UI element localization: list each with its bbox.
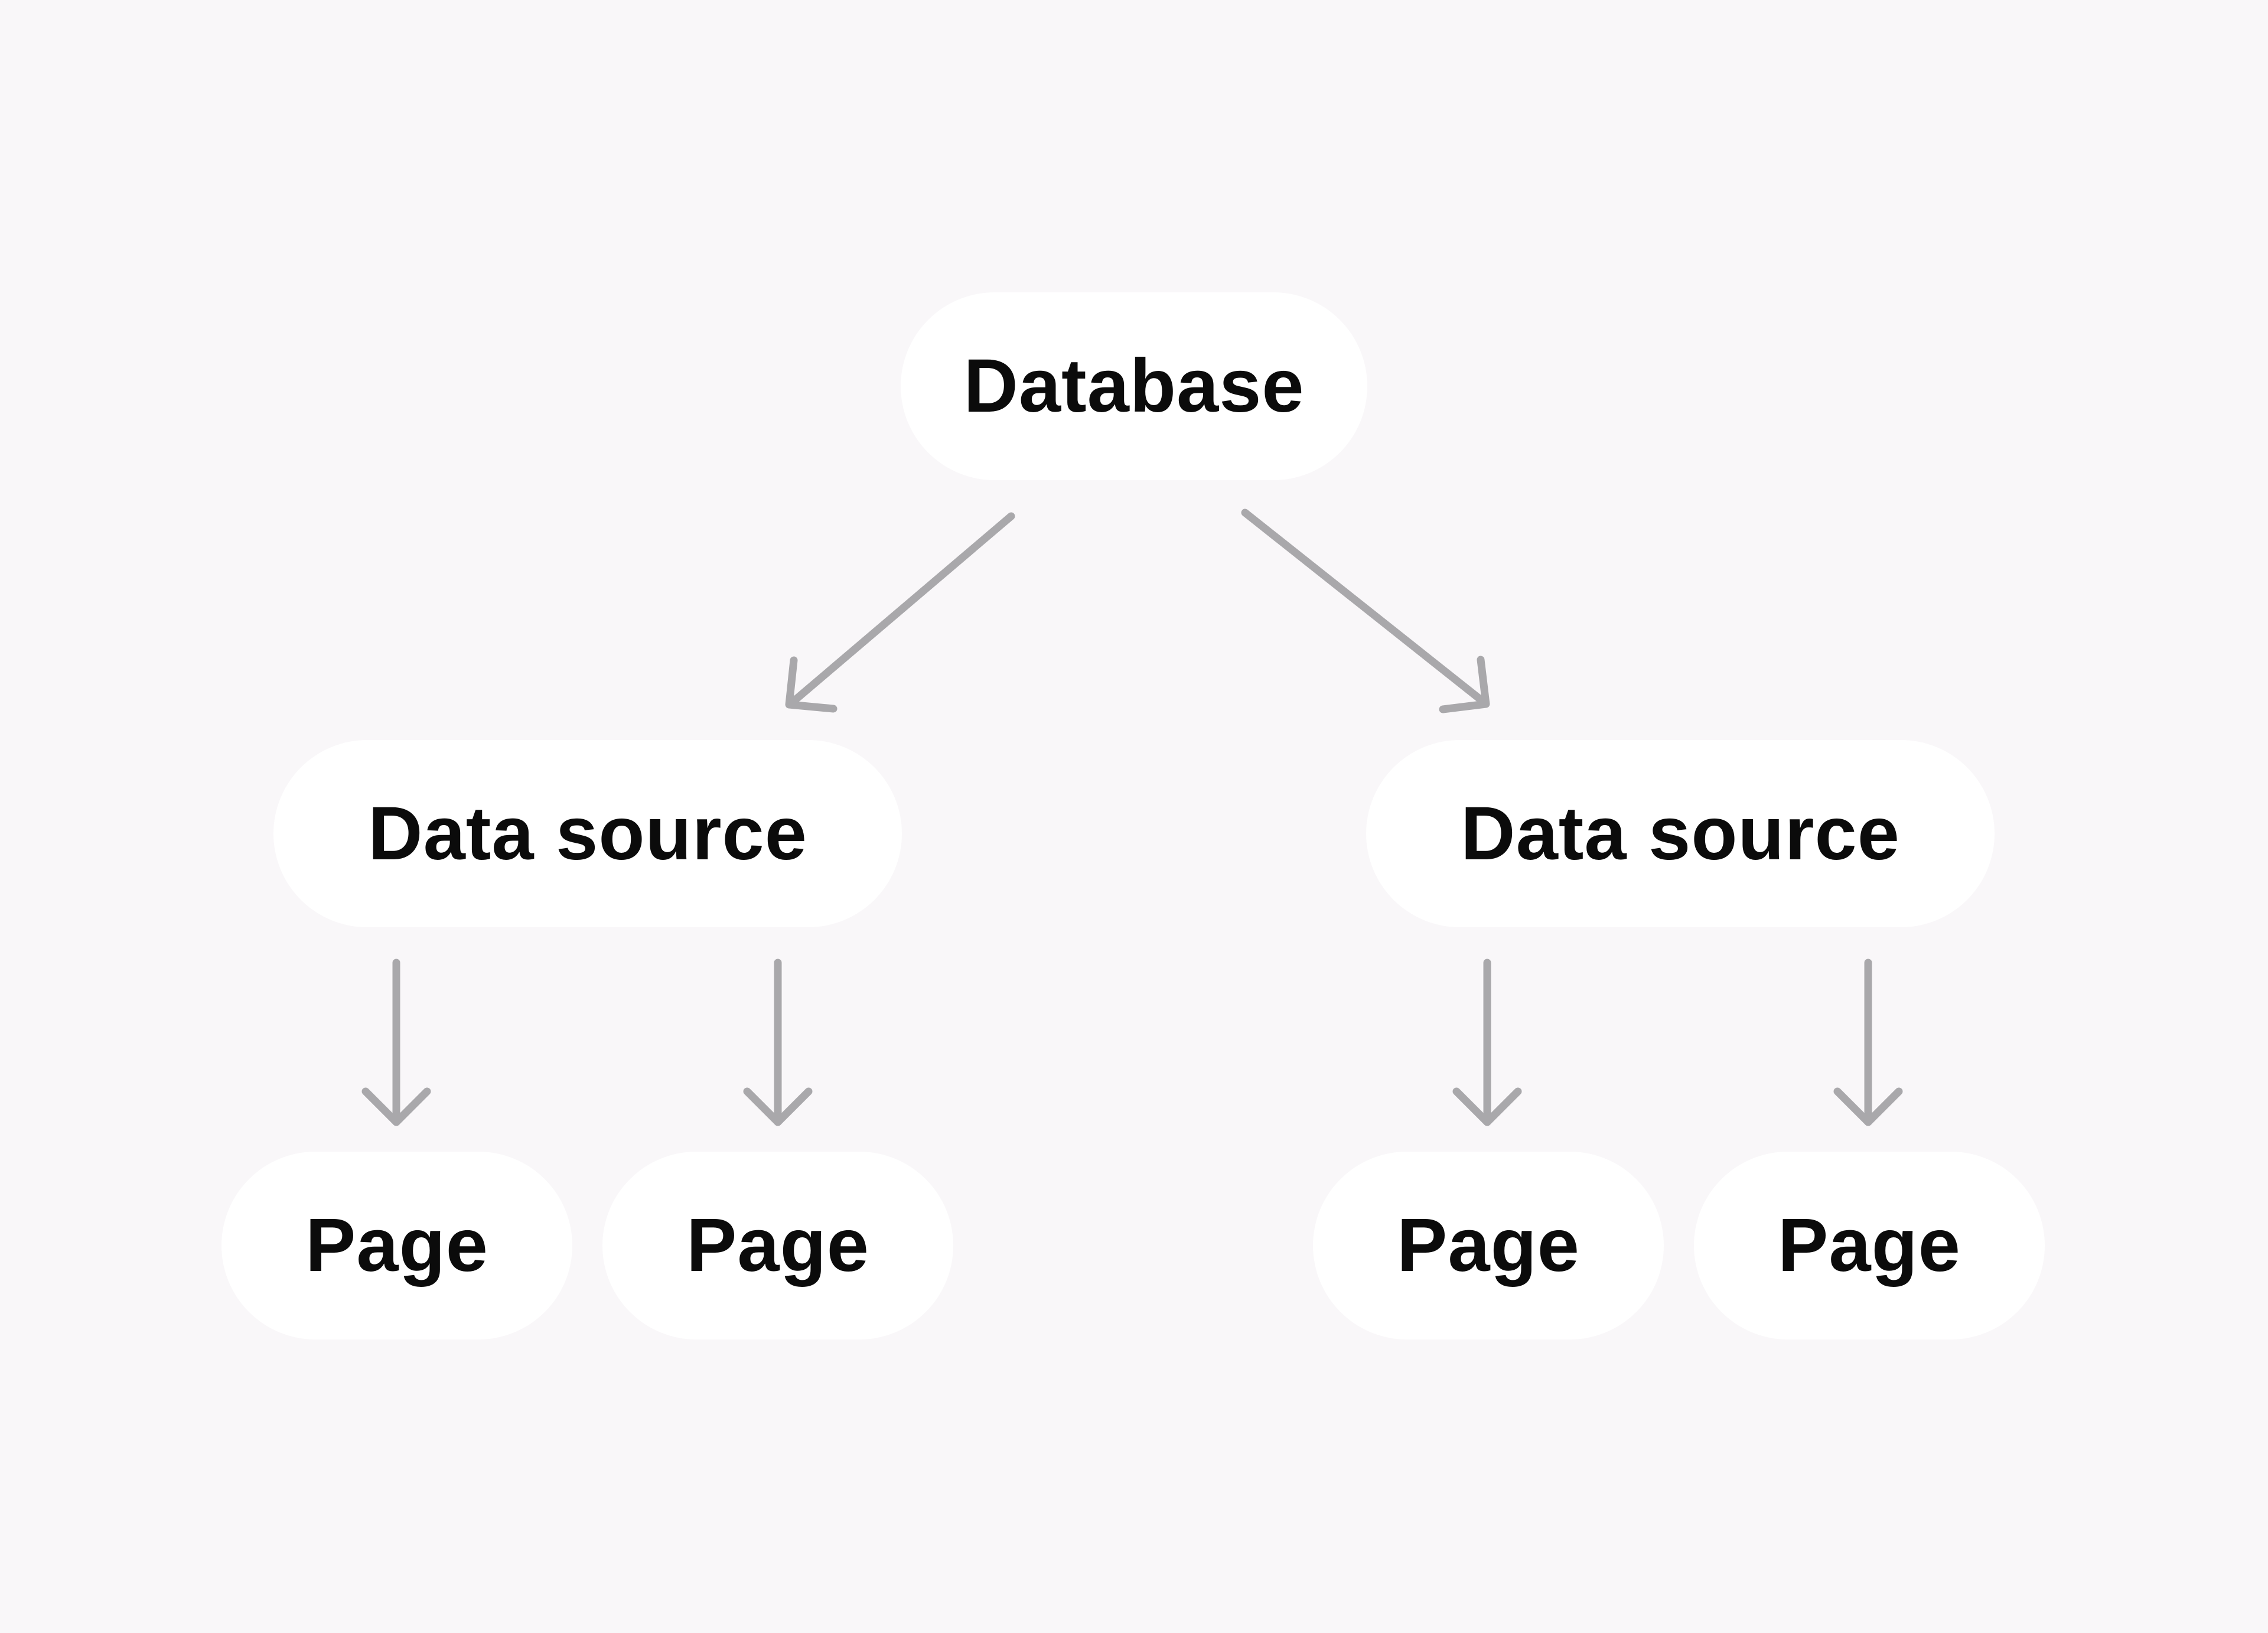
page-node-label: Page [1778,1203,1961,1288]
arrow-ds-left-to-page-2 [743,959,813,1126]
page-node-2: Page [602,1152,953,1339]
arrow-ds-right-to-page-3 [1452,959,1522,1126]
data-source-node-label: Data source [1461,791,1900,876]
page-node-1: Page [221,1152,572,1339]
arrow-ds-right-to-page-4 [1833,959,1903,1126]
page-node-label: Page [686,1203,869,1288]
database-node: Database [901,292,1367,480]
page-node-3: Page [1313,1152,1664,1339]
page-node-4: Page [1694,1152,2045,1339]
data-source-node-left: Data source [273,740,902,927]
data-source-node-label: Data source [368,791,807,876]
page-node-label: Page [305,1203,488,1288]
arrow-database-to-ds-right [1241,509,1490,713]
database-node-label: Database [963,344,1305,428]
arrow-database-to-ds-left [785,512,1015,713]
arrow-ds-left-to-page-1 [361,959,431,1126]
page-node-label: Page [1397,1203,1580,1288]
data-source-node-right: Data source [1366,740,1995,927]
